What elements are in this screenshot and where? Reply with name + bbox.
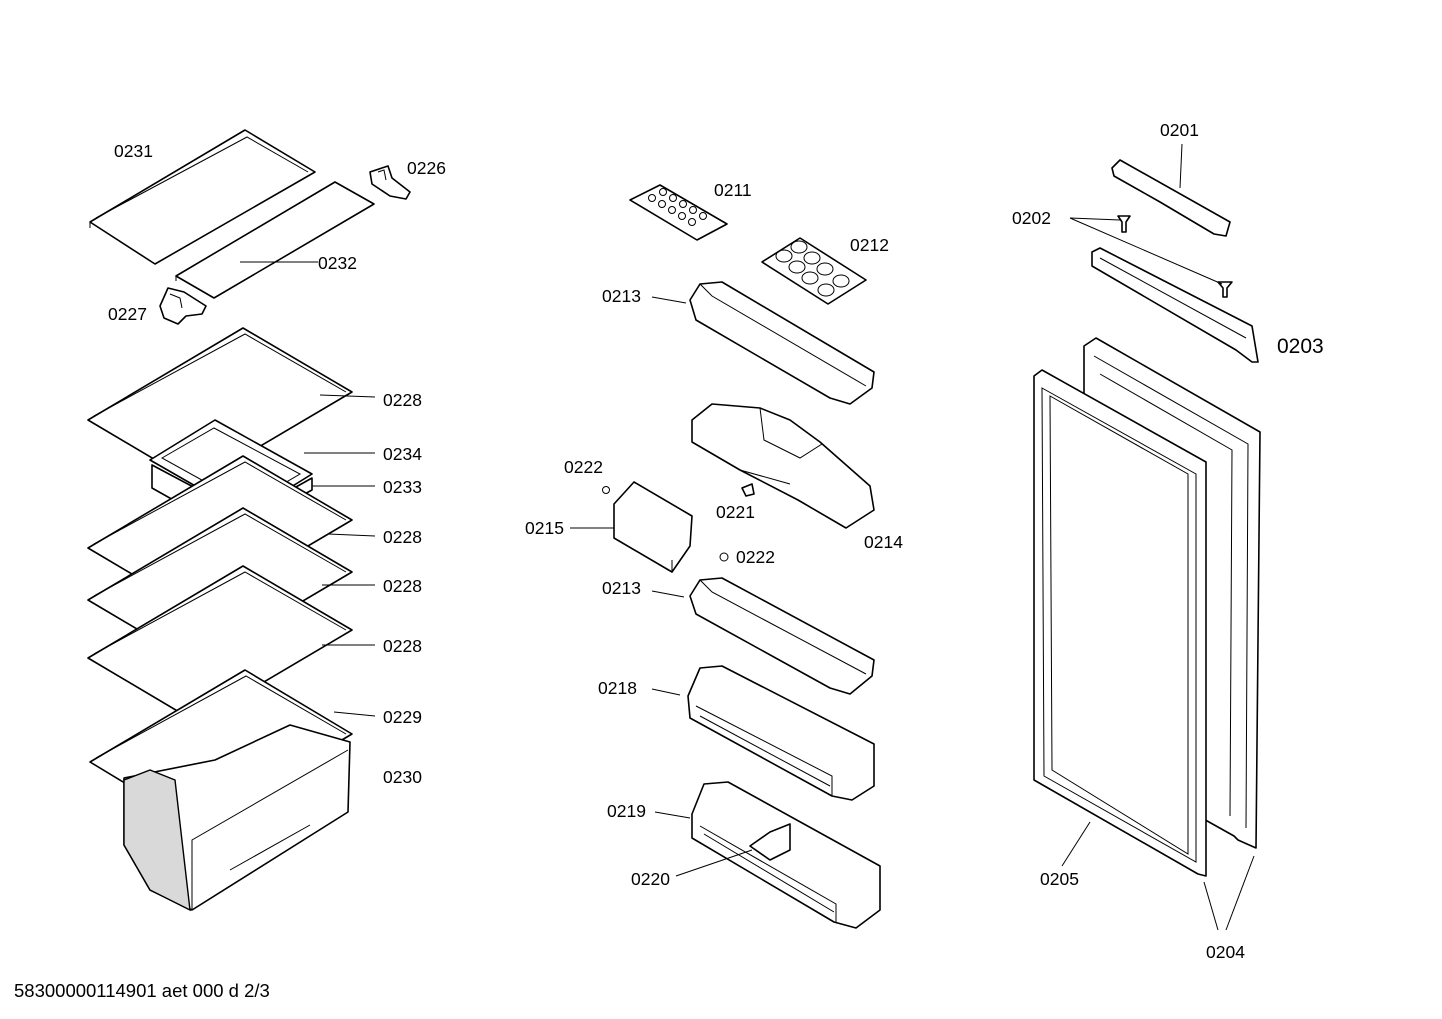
part-0218-door-rack — [687, 665, 875, 801]
part-0205-door-gasket — [1033, 369, 1207, 877]
label-0213-a: 0213 — [602, 286, 641, 306]
part-0215-dairy-lid — [613, 481, 693, 573]
part-0202-screw-a — [1117, 215, 1131, 233]
label-0234: 0234 — [383, 444, 422, 464]
document-footer-code: 58300000114901 aet 000 d 2/3 — [14, 980, 270, 1001]
label-0230: 0230 — [383, 767, 422, 787]
label-0204: 0204 — [1206, 942, 1245, 962]
label-0228-d: 0228 — [383, 636, 422, 656]
label-0233: 0233 — [383, 477, 422, 497]
part-0211-ice-tray — [629, 184, 728, 241]
label-0231: 0231 — [114, 141, 153, 161]
part-0221-clip — [741, 483, 755, 497]
label-0214: 0214 — [864, 532, 903, 552]
part-0213-door-rack-mid — [689, 577, 875, 695]
part-0203-door-bracket — [1091, 247, 1259, 363]
label-0228-c: 0228 — [383, 576, 422, 596]
label-0232: 0232 — [318, 253, 357, 273]
part-0232-glass-shelf — [175, 181, 375, 299]
label-0228-b: 0228 — [383, 527, 422, 547]
part-0226-shelf-bracket — [369, 165, 411, 200]
part-0201-handle-cover — [1111, 159, 1231, 237]
part-0219-0220-door-rack-bottom — [691, 781, 881, 929]
label-0222-b: 0222 — [736, 547, 775, 567]
label-0205: 0205 — [1040, 869, 1079, 889]
label-0203: 0203 — [1277, 335, 1324, 358]
label-0226: 0226 — [407, 158, 446, 178]
label-0219: 0219 — [607, 801, 646, 821]
part-0228-glass-shelf-4 — [87, 565, 353, 723]
label-0212: 0212 — [850, 235, 889, 255]
part-0202-screw-b — [1217, 281, 1233, 298]
part-0213-door-rack-top — [689, 281, 875, 405]
label-0201: 0201 — [1160, 120, 1199, 140]
label-0215: 0215 — [525, 518, 564, 538]
leader-lines — [240, 143, 1255, 931]
part-0212-egg-tray — [761, 237, 867, 305]
part-number-labels: 0231 0226 0232 0227 0228 0234 0233 0228 … — [108, 120, 1324, 962]
part-0222-washer-b — [719, 552, 729, 562]
label-0228-a: 0228 — [383, 390, 422, 410]
label-0227: 0227 — [108, 304, 147, 324]
label-0218: 0218 — [598, 678, 637, 698]
label-0213-b: 0213 — [602, 578, 641, 598]
part-0227-shelf-bracket — [159, 287, 207, 325]
label-0222-a: 0222 — [564, 457, 603, 477]
label-0202: 0202 — [1012, 208, 1051, 228]
label-0220: 0220 — [631, 869, 670, 889]
part-0222-washer-a — [602, 486, 610, 494]
part-0214-bottle-rack — [691, 403, 875, 529]
label-0211: 0211 — [714, 180, 752, 200]
label-0221: 0221 — [716, 502, 755, 522]
part-0230-crisper-drawer — [123, 724, 351, 912]
label-0229: 0229 — [383, 707, 422, 727]
part-0231-glass-shelf — [89, 129, 316, 265]
